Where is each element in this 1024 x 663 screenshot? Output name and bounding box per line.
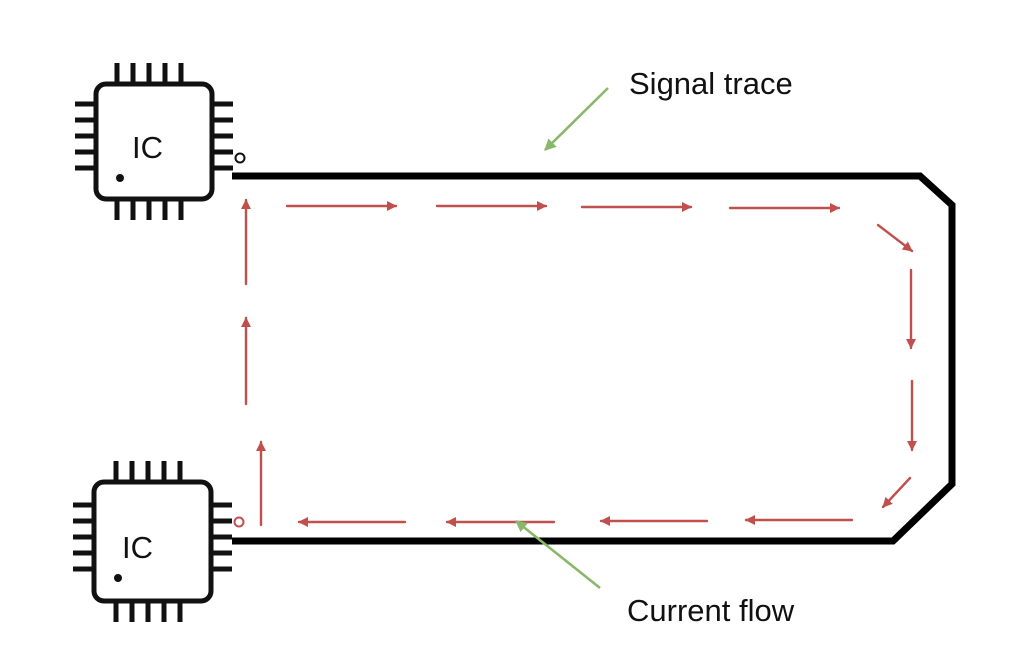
current-arrow bbox=[881, 476, 912, 509]
pin1-dot-top bbox=[116, 174, 124, 182]
chip-pins-top bbox=[75, 63, 233, 220]
chip-pins-bottom bbox=[73, 461, 232, 622]
chip-body-top bbox=[93, 81, 215, 202]
current-arrow bbox=[876, 223, 914, 253]
current-flow-label: Current flow bbox=[627, 593, 795, 628]
signal-trace-label: Signal trace bbox=[629, 66, 793, 101]
current-flow-arrows bbox=[240, 198, 918, 528]
current-flow-pointer-arrow bbox=[515, 519, 601, 590]
chip-label-bottom: IC bbox=[122, 530, 153, 565]
signal-trace-line bbox=[232, 172, 956, 545]
output-pin-marker bbox=[234, 152, 246, 164]
ic-chip-bottom: IC bbox=[73, 461, 245, 622]
pin1-dot-bottom bbox=[114, 574, 122, 582]
ic-chip-top: IC bbox=[75, 63, 246, 220]
chip-label-top: IC bbox=[132, 130, 163, 165]
signal-trace-pointer-arrow bbox=[544, 87, 609, 151]
input-pin-marker bbox=[233, 516, 245, 528]
chip-body-bottom bbox=[91, 479, 214, 604]
